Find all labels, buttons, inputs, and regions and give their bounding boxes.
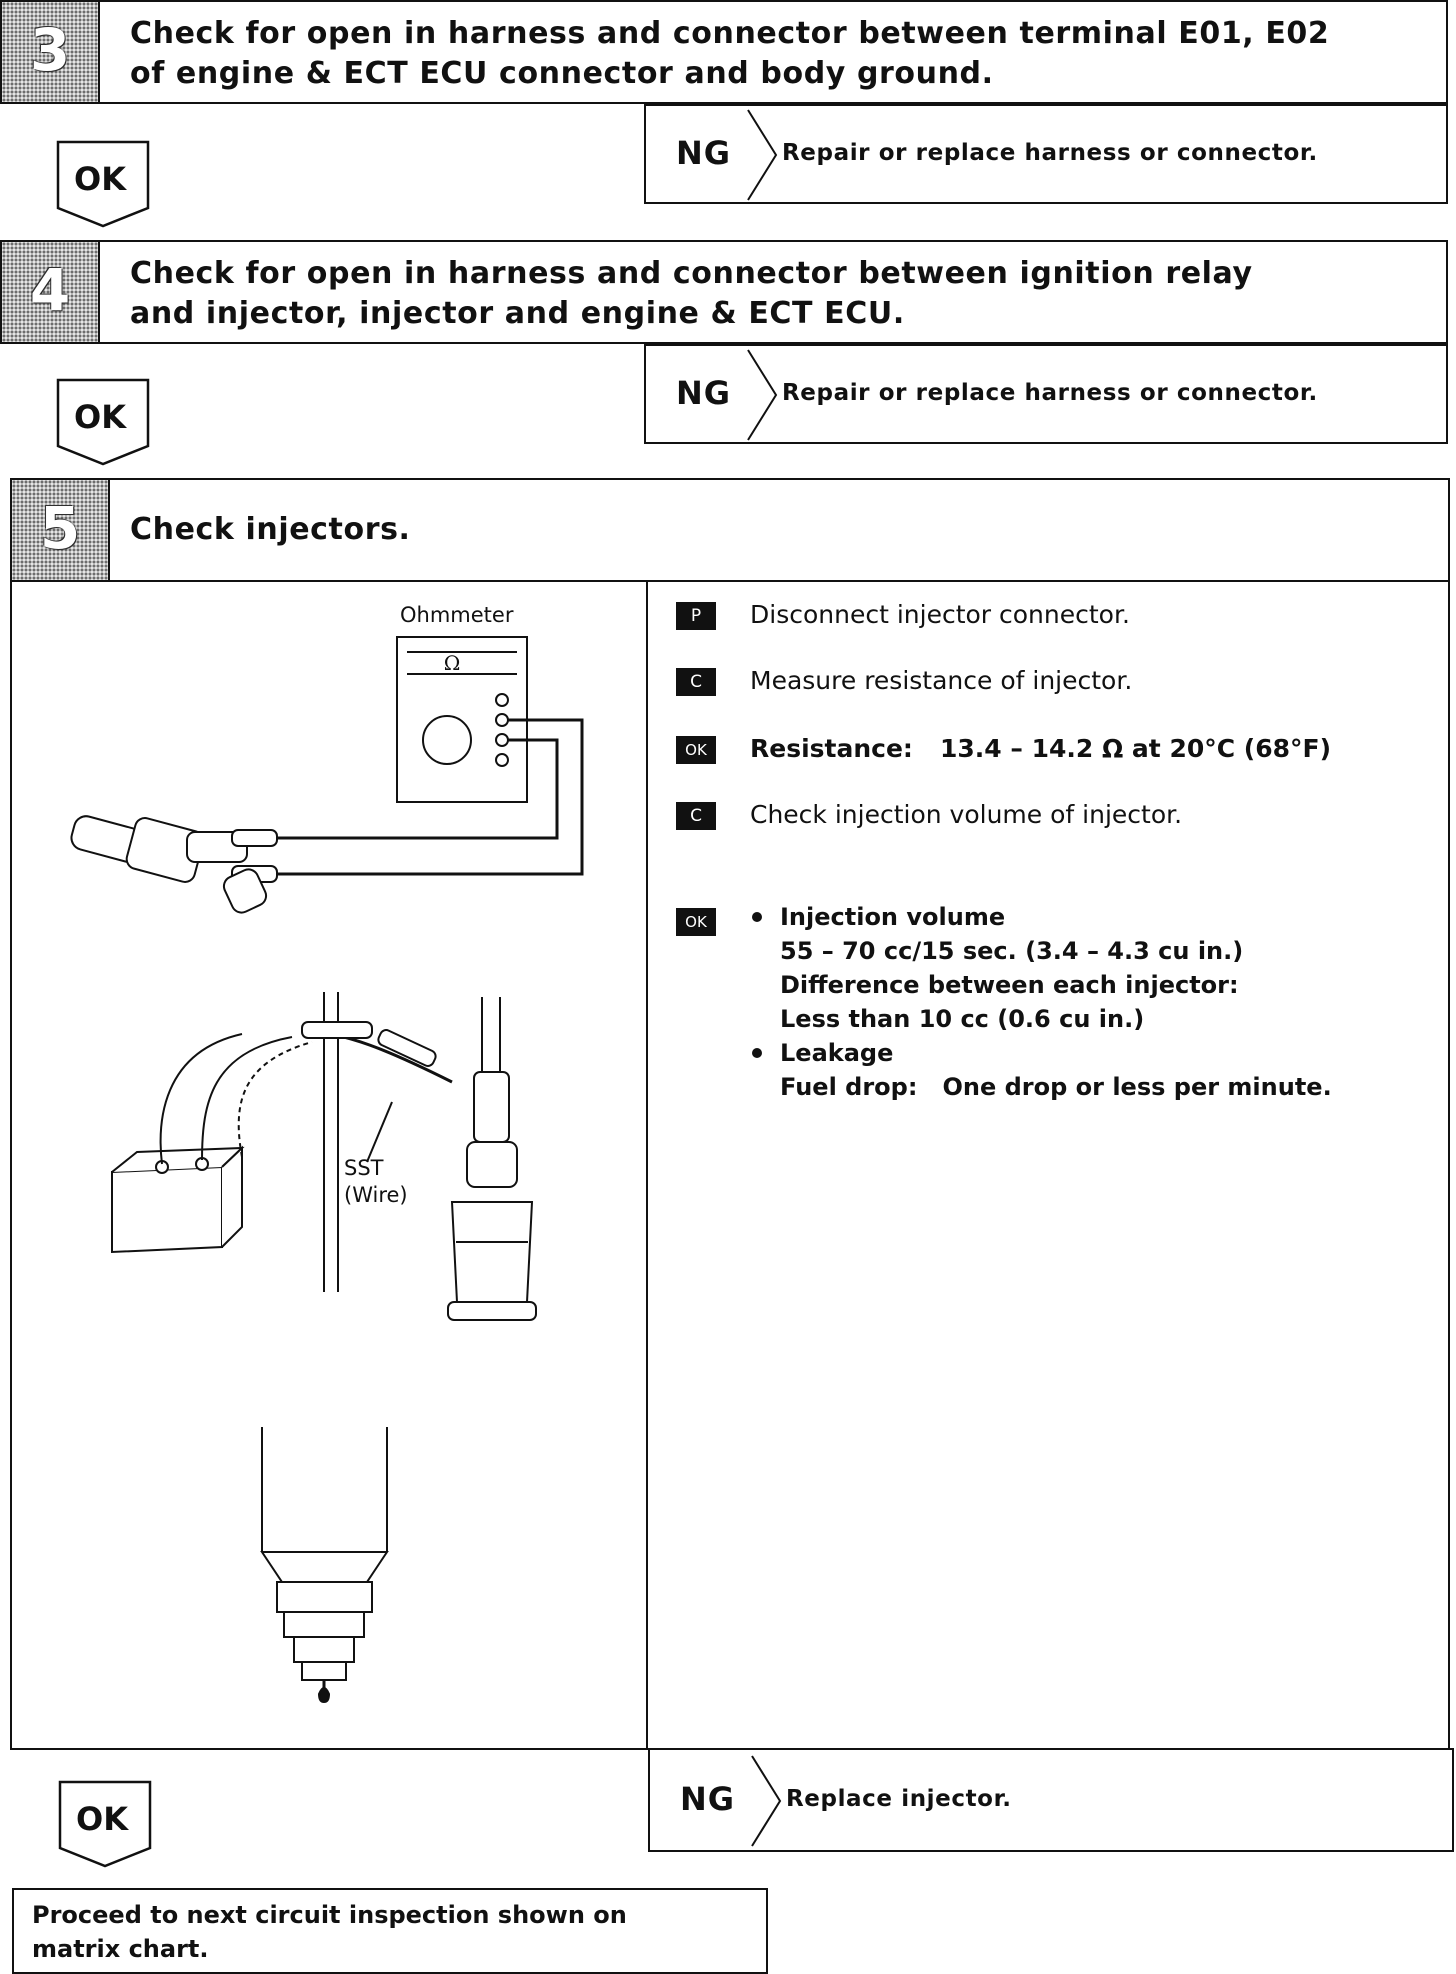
ng-chevron-icon — [747, 349, 778, 441]
ng-label: NG — [676, 374, 732, 412]
step-title-line-1: Check for open in harness and connector … — [130, 256, 1253, 291]
proceed-line-2: matrix chart. — [32, 1935, 209, 1963]
resistance-label: Resistance: — [750, 734, 913, 763]
step-3-header: 3 Check for open in harness and connecto… — [0, 0, 1448, 104]
instruction-measure: Measure resistance of injector. — [750, 666, 1133, 695]
step-number: 4 — [29, 256, 71, 324]
step-title-line-2: and injector, injector and engine & ECT … — [130, 296, 905, 331]
step-number-cell: 3 — [2, 2, 100, 102]
battery-icon — [111, 1145, 245, 1254]
ok-label: OK — [76, 1800, 128, 1838]
instruction-disconnect: Disconnect injector connector. — [750, 600, 1130, 629]
badge-ok-icon: OK — [676, 908, 716, 936]
illustration-panel: Ohmmeter Ω SST (Wire) — [10, 580, 648, 1750]
step-number-cell: 4 — [2, 242, 100, 342]
step-number: 3 — [29, 16, 71, 84]
ng-action: Repair or replace harness or connector. — [782, 140, 1318, 166]
sst-label: SST — [344, 1156, 384, 1180]
ok-label: OK — [74, 398, 126, 436]
bullet-icon — [752, 912, 762, 922]
step-5-header: 5 Check injectors. — [10, 478, 1450, 582]
spec-volume-value: 55 – 70 cc/15 sec. (3.4 – 4.3 cu in.) — [780, 937, 1244, 965]
step-title-line-2: of engine & ECT ECU connector and body g… — [130, 56, 994, 91]
badge-p-icon: P — [676, 602, 716, 630]
ok-arrow-step-3[interactable]: OK — [56, 140, 152, 230]
ohmmeter-label: Ohmmeter — [400, 603, 514, 627]
spec-difference: Difference between each injector: — [780, 971, 1239, 999]
ok-arrow-step-5[interactable]: OK — [58, 1780, 154, 1870]
ok-arrow-icon — [56, 140, 150, 228]
badge-ok-icon: OK — [676, 736, 716, 764]
sst-wire-icon — [159, 1021, 453, 1165]
ng-action: Repair or replace harness or connector. — [782, 380, 1318, 406]
ng-action: Replace injector. — [786, 1786, 1012, 1812]
bullet-icon — [752, 1048, 762, 1058]
badge-c-icon: C — [676, 802, 716, 830]
ok-arrow-icon — [58, 1780, 152, 1868]
resistance-value: 13.4 – 14.2 Ω at 20°C (68°F) — [940, 734, 1332, 763]
proceed-line-1: Proceed to next circuit inspection shown… — [32, 1901, 627, 1929]
ng-box-step-4[interactable]: NG Repair or replace harness or connecto… — [644, 344, 1448, 444]
ohm-symbol: Ω — [444, 651, 461, 675]
badge-c-icon: C — [676, 668, 716, 696]
ok-arrow-icon — [56, 378, 150, 466]
ok-arrow-step-4[interactable]: OK — [56, 378, 152, 468]
sst-wire-label: (Wire) — [344, 1183, 408, 1207]
step-title-line-1: Check injectors. — [130, 512, 411, 547]
injector-test-illustration: Ohmmeter Ω SST (Wire) — [70, 603, 584, 1704]
step-number: 5 — [39, 494, 81, 562]
ng-label: NG — [676, 134, 732, 172]
instruction-check-volume: Check injection volume of injector. — [750, 800, 1183, 829]
beaker-icon — [447, 1071, 537, 1321]
spec-injection-volume: Injection volume — [780, 903, 1006, 931]
spec-difference-value: Less than 10 cc (0.6 cu in.) — [780, 1005, 1145, 1033]
ng-box-step-5[interactable]: NG Replace injector. — [648, 1748, 1454, 1852]
spec-fuel-drop: Fuel drop: One drop or less per minute. — [780, 1073, 1332, 1101]
injector-closeup-icon — [260, 1427, 389, 1704]
ng-chevron-icon — [751, 1755, 782, 1847]
step-4-header: 4 Check for open in harness and connecto… — [0, 240, 1448, 344]
step-number-cell: 5 — [12, 480, 110, 580]
step-title-line-1: Check for open in harness and connector … — [130, 16, 1330, 51]
ohmmeter-icon — [257, 636, 584, 876]
ok-label: OK — [74, 160, 126, 198]
stand-icon — [323, 992, 501, 1292]
spec-leakage: Leakage — [780, 1039, 894, 1067]
proceed-next-box: Proceed to next circuit inspection shown… — [12, 1888, 768, 1974]
ng-box-step-3[interactable]: NG Repair or replace harness or connecto… — [644, 104, 1448, 204]
injector-icon — [70, 815, 278, 914]
ng-chevron-icon — [747, 109, 778, 201]
ng-label: NG — [680, 1780, 736, 1818]
